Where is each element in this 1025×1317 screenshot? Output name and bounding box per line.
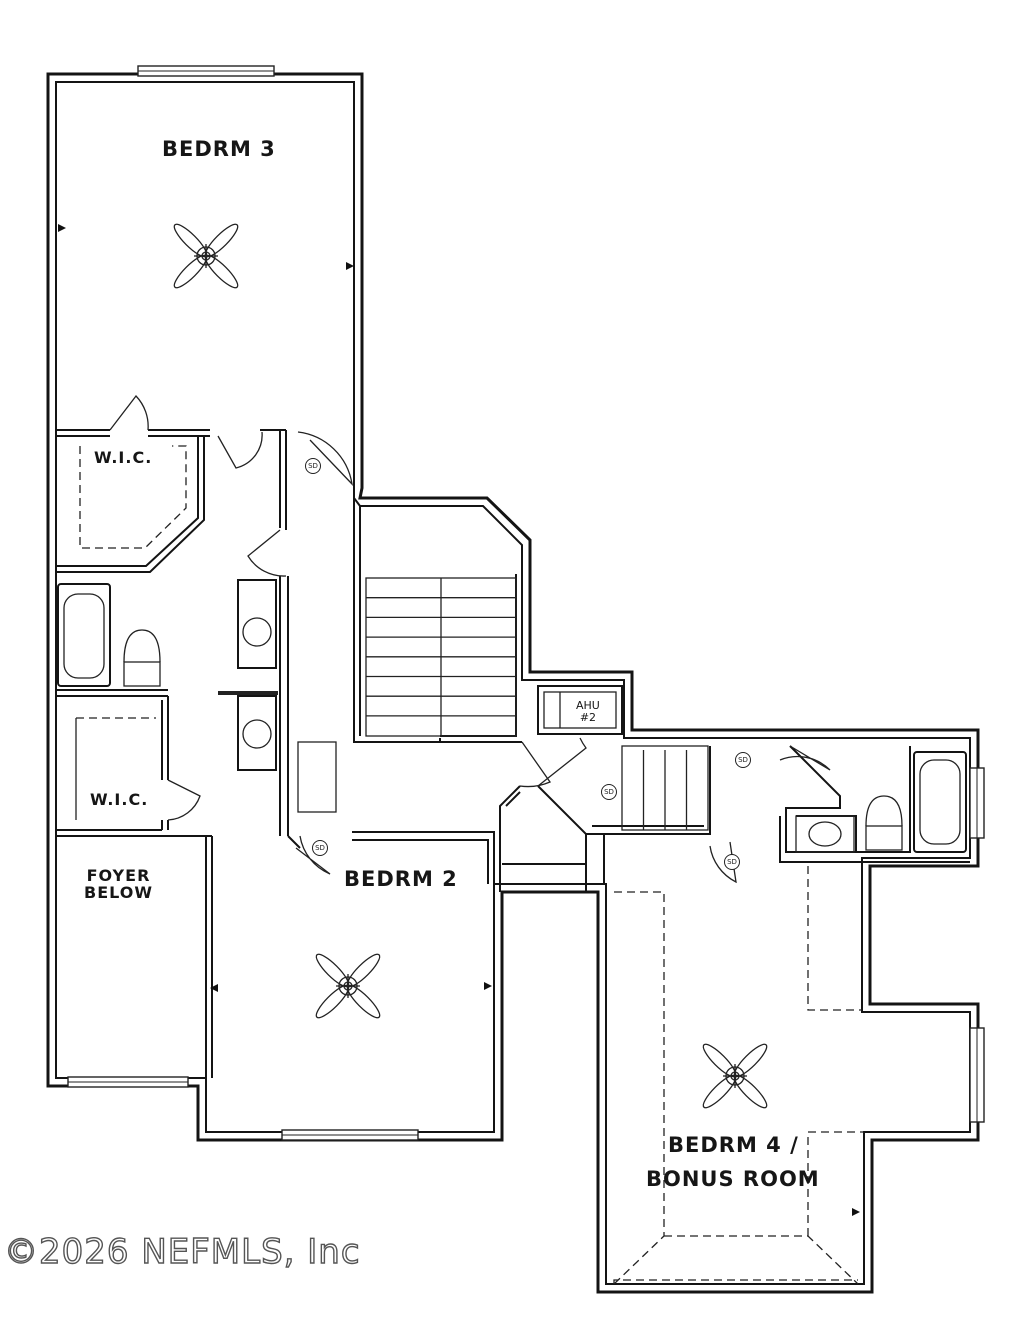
smoke-detector-icon: SD [305,458,321,474]
ahu-label: AHU #2 [576,700,600,723]
exterior-walls [46,72,980,1294]
door-swings [109,395,831,884]
room-label-bedroom-3: BEDRM 3 [162,137,276,161]
ceiling-fans [173,223,768,1109]
smoke-detector-icon: SD [312,840,328,856]
room-label-bedroom-2: BEDRM 2 [344,867,458,891]
copyright-watermark: ©2026 NEFMLS, Inc [3,1231,361,1272]
room-label-foyer-below: FOYER BELOW [84,866,153,902]
smoke-detector-icon: SD [601,784,617,800]
ahu-text: AHU #2 [576,699,600,724]
windows [67,65,985,1141]
foyer-below-text: FOYER BELOW [84,866,153,902]
smoke-detector-icon: SD [724,854,740,870]
interior-walls [56,429,970,1078]
smoke-detector-icon: SD [735,752,751,768]
room-label-wic-lower: W.I.C. [90,790,149,809]
room-label-bedroom-4-line1: BEDRM 4 / [668,1133,799,1157]
bath-fixtures [57,579,967,853]
ceiling-fan-icon [702,1043,768,1109]
ceiling-outline [613,866,864,1285]
staircase [365,577,709,831]
electrical-markers [58,224,860,1216]
room-label-wic-upper: W.I.C. [94,448,153,467]
room-label-bedroom-4-line2: BONUS ROOM [646,1167,820,1191]
ceiling-fan-icon [315,953,381,1019]
ceiling-fan-icon [173,223,239,289]
